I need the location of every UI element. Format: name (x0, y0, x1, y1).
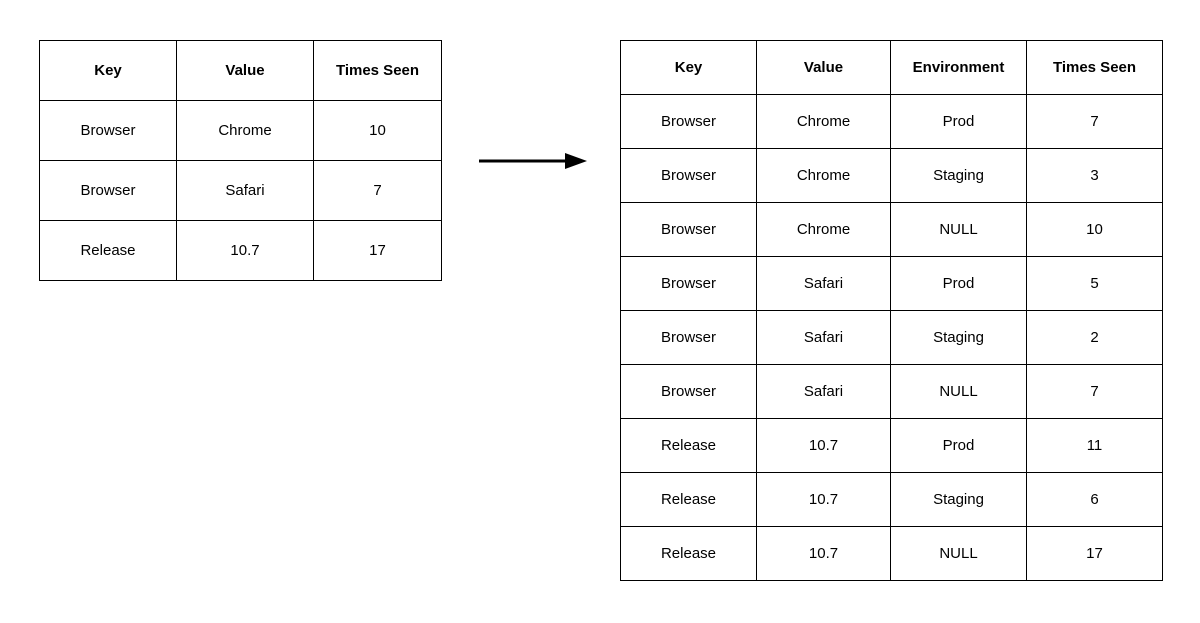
cell-environment: Prod (890, 256, 1027, 311)
table-row: Browser Safari NULL 7 (620, 364, 1163, 419)
table-row: Browser Safari 7 (39, 160, 442, 221)
cell-times-seen: 7 (1026, 94, 1163, 149)
cell-value: Safari (756, 310, 891, 365)
table-row: Browser Chrome NULL 10 (620, 202, 1163, 257)
right-arrow-icon (479, 153, 587, 169)
cell-key: Release (620, 526, 757, 581)
table-row: Release 10.7 NULL 17 (620, 526, 1163, 581)
table-row: Release 10.7 Prod 11 (620, 418, 1163, 473)
cell-times-seen: 17 (313, 220, 442, 281)
cell-environment: Prod (890, 94, 1027, 149)
cell-value: 10.7 (176, 220, 314, 281)
cell-key: Browser (620, 310, 757, 365)
expanded-table-header: Key Value Environment Times Seen (620, 40, 1163, 95)
cell-times-seen: 7 (1026, 364, 1163, 419)
cell-value: 10.7 (756, 472, 891, 527)
cell-key: Browser (620, 364, 757, 419)
cell-environment-null: NULL (890, 364, 1027, 419)
cell-value: Safari (176, 160, 314, 221)
cell-environment: Staging (890, 148, 1027, 203)
column-header-value: Value (176, 40, 314, 101)
cell-key: Browser (620, 94, 757, 149)
cell-key: Browser (39, 100, 177, 161)
arrow-head (565, 153, 587, 169)
cell-times-seen: 17 (1026, 526, 1163, 581)
cell-key: Release (620, 418, 757, 473)
cell-value: Safari (756, 364, 891, 419)
expanded-table-body: Browser Chrome Prod 7 Browser Chrome Sta… (620, 94, 1163, 581)
cell-key: Browser (39, 160, 177, 221)
cell-value: Chrome (756, 202, 891, 257)
table-row: Browser Safari Prod 5 (620, 256, 1163, 311)
cell-environment-null: NULL (890, 526, 1027, 581)
cell-times-seen: 7 (313, 160, 442, 221)
source-table-header: Key Value Times Seen (39, 40, 442, 101)
cell-key: Browser (620, 256, 757, 311)
table-row: Browser Chrome Prod 7 (620, 94, 1163, 149)
cell-times-seen: 2 (1026, 310, 1163, 365)
cell-key: Browser (620, 202, 757, 257)
column-header-times-seen: Times Seen (313, 40, 442, 101)
source-table: Key Value Times Seen Browser Chrome 10 B… (39, 40, 442, 281)
expanded-table: Key Value Environment Times Seen Browser… (620, 40, 1163, 581)
cell-environment: Staging (890, 310, 1027, 365)
source-table-body: Browser Chrome 10 Browser Safari 7 Relea… (39, 100, 442, 281)
cell-times-seen: 11 (1026, 418, 1163, 473)
table-row: Release 10.7 17 (39, 220, 442, 281)
table-header-row: Key Value Times Seen (39, 40, 442, 101)
column-header-value: Value (756, 40, 891, 95)
cell-environment: Prod (890, 418, 1027, 473)
cell-times-seen: 6 (1026, 472, 1163, 527)
cell-times-seen: 5 (1026, 256, 1163, 311)
cell-times-seen: 10 (1026, 202, 1163, 257)
cell-value: Chrome (176, 100, 314, 161)
table-row: Browser Safari Staging 2 (620, 310, 1163, 365)
column-header-key: Key (39, 40, 177, 101)
cell-times-seen: 10 (313, 100, 442, 161)
cell-environment: Staging (890, 472, 1027, 527)
cell-value: 10.7 (756, 418, 891, 473)
cell-value: Safari (756, 256, 891, 311)
column-header-times-seen: Times Seen (1026, 40, 1163, 95)
cell-key: Release (620, 472, 757, 527)
cell-value: Chrome (756, 94, 891, 149)
table-row: Release 10.7 Staging 6 (620, 472, 1163, 527)
cell-key: Browser (620, 148, 757, 203)
table-row: Browser Chrome Staging 3 (620, 148, 1163, 203)
cell-value: Chrome (756, 148, 891, 203)
cell-key: Release (39, 220, 177, 281)
column-header-key: Key (620, 40, 757, 95)
column-header-environment: Environment (890, 40, 1027, 95)
cell-times-seen: 3 (1026, 148, 1163, 203)
cell-environment-null: NULL (890, 202, 1027, 257)
cell-value: 10.7 (756, 526, 891, 581)
table-header-row: Key Value Environment Times Seen (620, 40, 1163, 95)
table-row: Browser Chrome 10 (39, 100, 442, 161)
